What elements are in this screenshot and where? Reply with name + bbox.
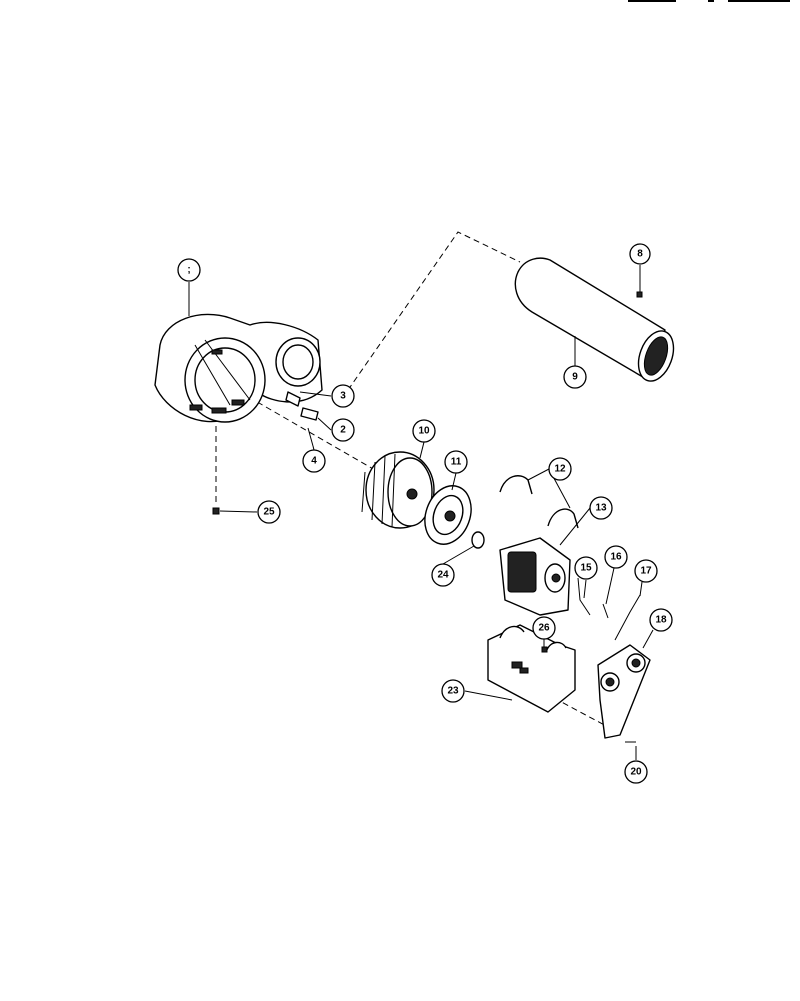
callout-18: 18 (649, 608, 673, 632)
svg-text:9: 9 (572, 372, 578, 383)
svg-text:4: 4 (311, 456, 317, 467)
svg-text:;: ; (187, 265, 190, 276)
callout-8: 8 (629, 243, 651, 265)
switch-wire-harness (577, 577, 609, 619)
idler-pulley-assembly (597, 644, 651, 739)
svg-text:3: 3 (340, 391, 346, 402)
callout-2: 2 (331, 418, 355, 442)
svg-text:23: 23 (447, 686, 459, 697)
assembly-dashed-lines (215, 231, 611, 729)
screw-part-8 (636, 291, 643, 298)
svg-text:8: 8 (637, 249, 643, 260)
exhaust-duct (514, 257, 675, 382)
screw-part-26 (541, 646, 548, 653)
idler-spring (614, 594, 641, 641)
callout-17: 17 (634, 559, 658, 583)
callout-3: 3 (331, 384, 355, 408)
svg-text:16: 16 (610, 552, 622, 563)
callout-23: 23 (441, 679, 465, 703)
callout-4: 4 (302, 449, 326, 473)
svg-text:11: 11 (451, 457, 462, 468)
callout-11: 11 (444, 450, 468, 474)
callout-13: 13 (589, 496, 613, 520)
callout-26: 26 (532, 616, 556, 640)
svg-text:10: 10 (418, 426, 430, 437)
svg-text:12: 12 (554, 464, 566, 475)
drive-motor (499, 537, 571, 616)
bushing (471, 531, 485, 549)
svg-text:20: 20 (630, 767, 642, 778)
motor-base-bracket (487, 624, 576, 713)
blower-wheel (361, 451, 435, 529)
callout-25: 25 (257, 500, 281, 524)
callout-9: 9 (563, 365, 587, 389)
callout-1: ; (177, 258, 201, 282)
callout-20: 20 (624, 760, 648, 784)
callout-16: 16 (604, 545, 628, 569)
screw-part-25 (212, 507, 220, 515)
housing-clip (285, 391, 319, 421)
callout-12: 12 (548, 457, 572, 481)
fastener-part-4 (307, 427, 314, 447)
motor-mount-plate (424, 485, 472, 545)
svg-text:18: 18 (655, 615, 667, 626)
svg-text:24: 24 (437, 570, 449, 581)
svg-text:17: 17 (640, 566, 652, 577)
svg-text:25: 25 (263, 507, 275, 518)
blower-housing (154, 313, 323, 423)
callout-15: 15 (574, 556, 598, 580)
callout-10: 10 (412, 419, 436, 443)
callout-24: 24 (431, 563, 455, 587)
motor-clamps (499, 475, 579, 529)
svg-text:13: 13 (595, 503, 607, 514)
svg-text:2: 2 (340, 425, 346, 436)
svg-text:15: 15 (580, 563, 592, 574)
svg-text:26: 26 (538, 623, 550, 634)
